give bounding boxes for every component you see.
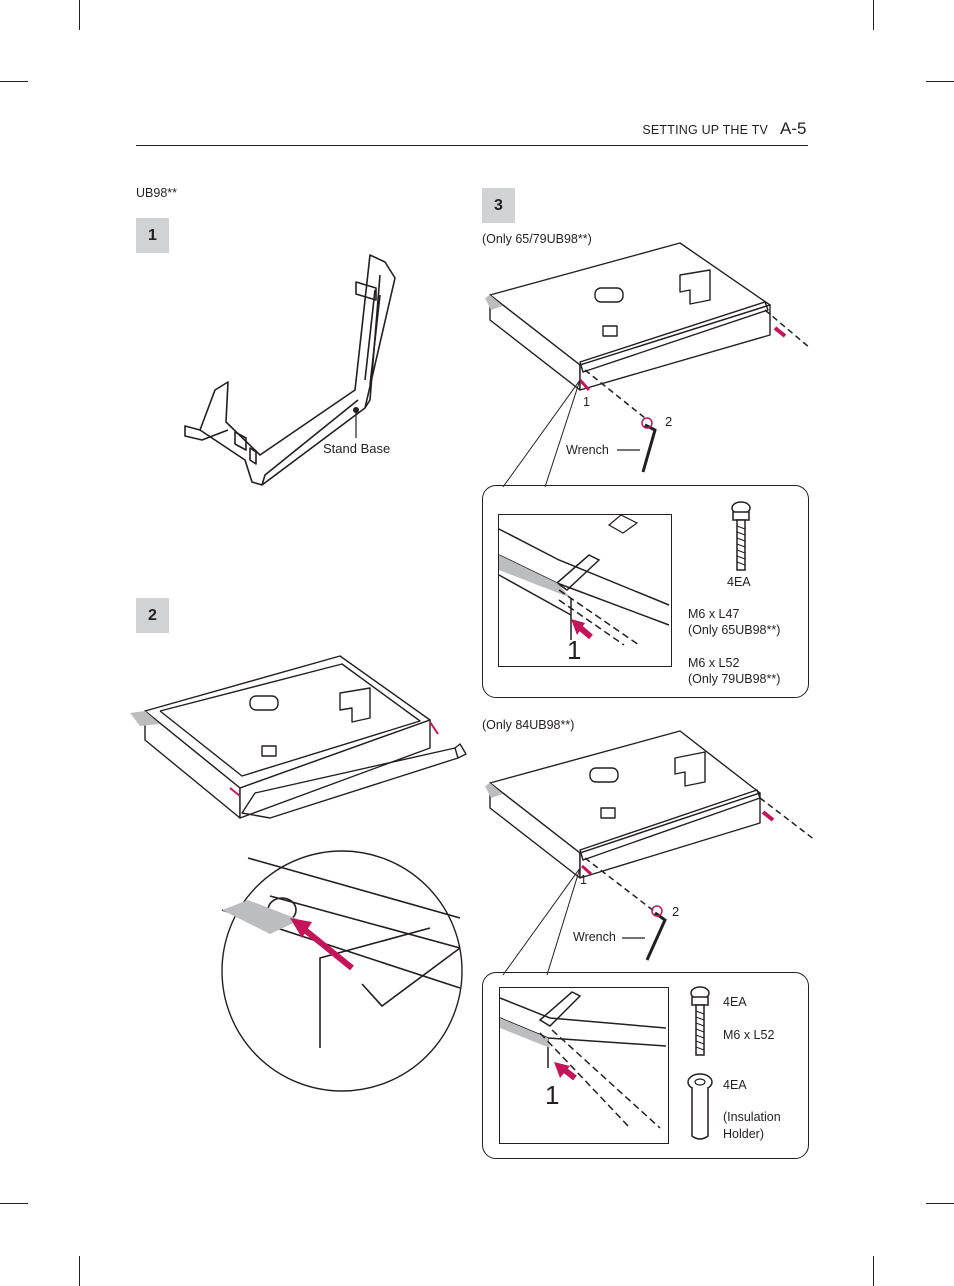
crop-mark [926, 1203, 954, 1204]
step-2-badge: 2 [136, 598, 169, 633]
variant-a-qty: 4EA [727, 575, 751, 589]
variant-b-detail-illustration [499, 991, 667, 1129]
variant-b-callout-2: 2 [672, 904, 680, 919]
step-3-badge: 3 [482, 188, 515, 223]
variant-a-detail-marker: 1 [567, 635, 582, 665]
screw-icon [690, 986, 710, 1056]
variant-a-spec-b-model: (Only 79UB98**) [688, 672, 781, 686]
crop-mark [79, 1256, 80, 1286]
variant-b-callout-1: 1 [580, 873, 587, 887]
section-title: SETTING UP THE TV [642, 123, 768, 137]
model-label: UB98** [136, 186, 177, 200]
variant-a-wrench-label: Wrench [566, 443, 609, 457]
variant-b-tv-illustration [485, 730, 816, 976]
step-1-badge: 1 [136, 218, 169, 253]
insulation-holder-icon [687, 1073, 713, 1140]
variant-b-wrench-label: Wrench [573, 930, 616, 944]
variant-b-holder-name-2: Holder) [723, 1127, 764, 1141]
crop-mark [873, 1256, 874, 1286]
variant-a-spec-b-size: M6 x L52 [688, 656, 740, 670]
variant-a-spec-a-size: M6 x L47 [688, 607, 740, 621]
variant-b-detail-frame [499, 987, 669, 1144]
page-number: A-5 [780, 119, 807, 138]
variant-b-screw-spec: M6 x L52 [723, 1028, 775, 1042]
stand-base-illustration [184, 254, 396, 486]
variant-a-detail-illustration [498, 514, 670, 646]
variant-a-detail-frame [498, 514, 672, 667]
variant-b-note: (Only 84UB98**) [482, 718, 575, 732]
variant-a-callout-1: 1 [583, 395, 590, 409]
screw-icon [731, 501, 751, 571]
variant-b-holder-qty: 4EA [723, 1078, 747, 1092]
header-rule [136, 145, 808, 146]
tv-with-stand-illustration [130, 655, 467, 1092]
variant-b-detail-marker: 1 [545, 1080, 560, 1110]
variant-a-spec-a-model: (Only 65UB98**) [688, 623, 781, 637]
variant-b-screw-qty: 4EA [723, 995, 747, 1009]
crop-mark [926, 81, 954, 82]
variant-a-callout-2: 2 [665, 414, 673, 429]
variant-b-detail-panel [482, 972, 809, 1159]
crop-mark [873, 0, 874, 30]
variant-a-note: (Only 65/79UB98**) [482, 232, 592, 246]
stand-base-label: Stand Base [323, 441, 391, 456]
variant-a-detail-panel [482, 485, 809, 698]
crop-mark [0, 1203, 28, 1204]
variant-b-holder-name-1: (Insulation [723, 1110, 781, 1124]
variant-a-tv-illustration [485, 242, 811, 488]
crop-mark [0, 81, 28, 82]
crop-mark [79, 0, 80, 30]
